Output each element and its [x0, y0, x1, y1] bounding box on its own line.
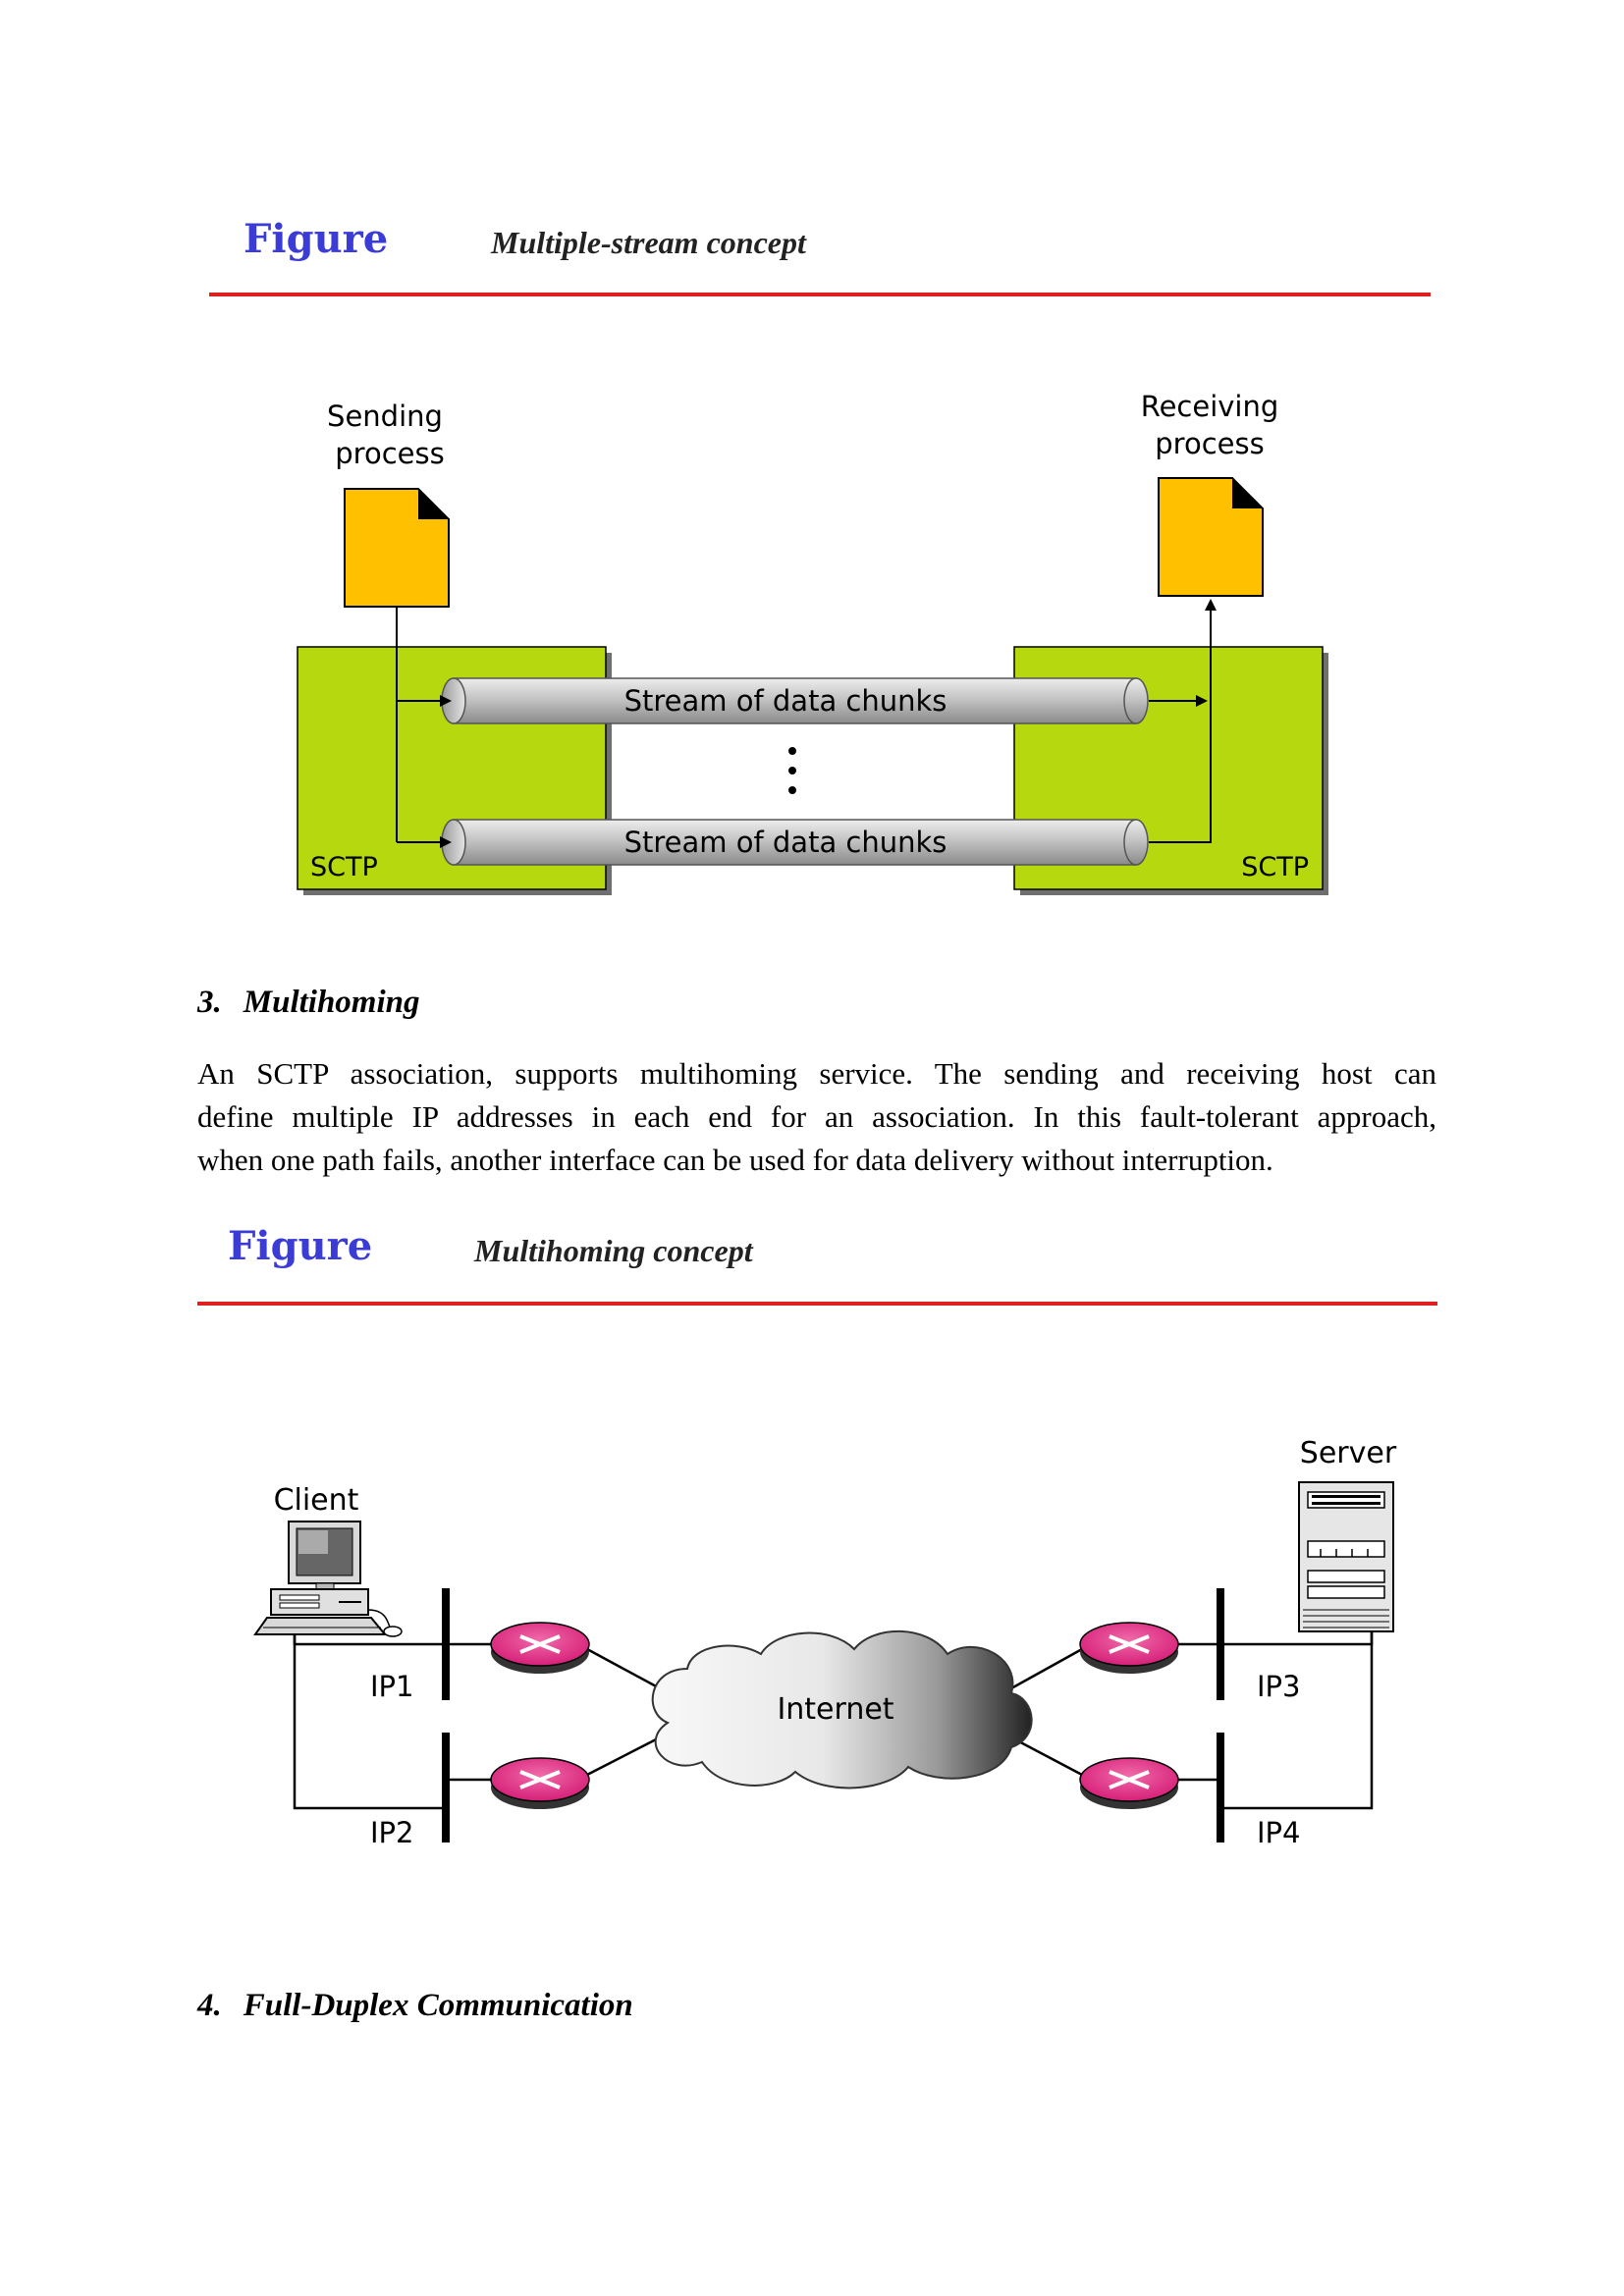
receiving-process-label: process — [1155, 427, 1264, 460]
section4-title: Full-Duplex Communication — [243, 1988, 633, 2023]
figure1-label: Figure — [244, 216, 389, 262]
ip1-interface-bar — [442, 1588, 450, 1700]
section3-number: 3. — [197, 985, 222, 1020]
sending-process-label: Sending — [327, 400, 443, 433]
stream-label-top: Stream of data chunks — [624, 684, 947, 718]
client-computer-icon — [253, 1521, 403, 1637]
paragraph-line: An SCTP association, supports multihomin… — [197, 1056, 1436, 1091]
client-wire-ip2 — [293, 1634, 446, 1810]
paragraph-line: define multiple IP addresses in each end… — [197, 1099, 1436, 1134]
figure1-caption: Multiple-stream concept — [491, 225, 806, 260]
stream-pipe-bottom — [441, 819, 1149, 866]
paragraph-line: when one path fails, another interface c… — [197, 1143, 1273, 1177]
ip3-label: IP3 — [1257, 1670, 1301, 1703]
client-wire-ip1 — [293, 1634, 446, 1646]
sending-process-label: process — [335, 437, 444, 470]
multihoming-diagram: Client Server Internet IP1 IP2 IP3 IP4 — [253, 1436, 1397, 1849]
figure2-caption: Multihoming concept — [474, 1233, 753, 1268]
router-icon — [1079, 1757, 1179, 1809]
figure2-rule — [197, 1302, 1437, 1306]
router-icon — [490, 1757, 590, 1809]
sctp-left-label: SCTP — [310, 852, 378, 882]
server-wire-ip3 — [1220, 1631, 1374, 1646]
stream-pipe-top — [441, 677, 1149, 724]
receiving-process-label: Receiving — [1141, 390, 1279, 423]
internet-label: Internet — [777, 1692, 893, 1727]
router-icon — [1079, 1622, 1179, 1674]
router-icon — [490, 1622, 590, 1674]
receive-line-bottom — [1149, 599, 1217, 843]
ip4-label: IP4 — [1257, 1816, 1301, 1849]
multiple-stream-diagram: Sending process Receiving process Stream… — [297, 390, 1328, 895]
server-icon — [1298, 1481, 1394, 1632]
section3-heading: 3. Multihoming — [197, 985, 420, 1021]
more-streams-dot — [788, 747, 796, 755]
figure2-label: Figure — [228, 1223, 373, 1269]
section3-paragraph: An SCTP association, supports multihomin… — [197, 1052, 1436, 1182]
section3-title: Multihoming — [243, 985, 420, 1020]
ip2-label: IP2 — [370, 1816, 414, 1849]
stream-label-bottom: Stream of data chunks — [624, 826, 947, 859]
ip1-label: IP1 — [370, 1670, 414, 1703]
ip2-interface-bar — [442, 1733, 450, 1842]
more-streams-dot — [788, 786, 796, 794]
server-label: Server — [1300, 1436, 1397, 1470]
section4-heading: 4. Full-Duplex Communication — [197, 1988, 633, 2024]
ip4-interface-bar — [1217, 1733, 1224, 1842]
client-label: Client — [274, 1483, 359, 1518]
internet-cloud-icon — [651, 1629, 1033, 1789]
ip3-interface-bar — [1217, 1588, 1224, 1700]
more-streams-dot — [788, 767, 796, 774]
section4-number: 4. — [197, 1988, 222, 2023]
figure1-rule — [209, 293, 1431, 296]
sctp-right-label: SCTP — [1241, 852, 1309, 882]
server-wire-ip4 — [1220, 1631, 1374, 1810]
